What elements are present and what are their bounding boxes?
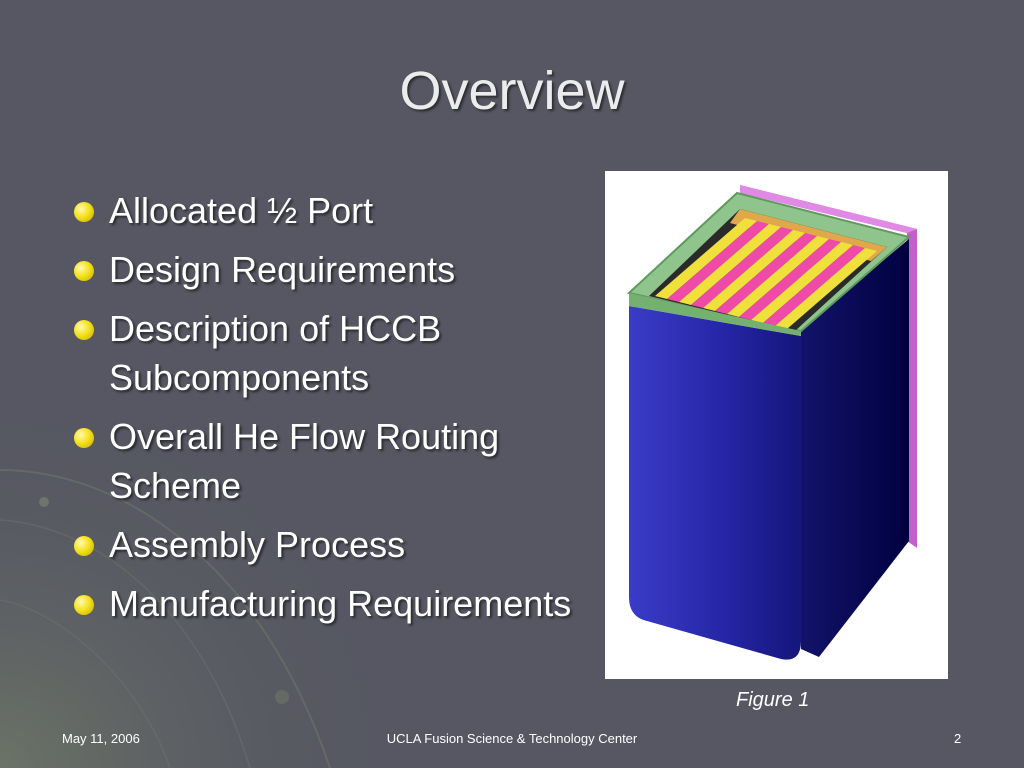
bullet-text: Assembly Process	[109, 524, 406, 565]
bullet-item: Description of HCCB Subcomponents	[72, 304, 572, 402]
bullet-text: Manufacturing Requirements	[109, 583, 572, 624]
footer-date: May 11, 2006	[62, 731, 140, 746]
page-number: 2	[954, 731, 962, 746]
blanket-module-drawing	[626, 185, 917, 660]
bullet-item: Design Requirements	[72, 245, 572, 294]
bullet-icon	[74, 320, 94, 340]
bullet-item: Allocated ½ Port	[72, 186, 572, 235]
bullet-icon	[74, 428, 94, 448]
bullet-text: Design Requirements	[109, 249, 456, 290]
bullet-item: Assembly Process	[72, 520, 572, 569]
figure-image	[605, 171, 948, 679]
bullet-icon	[74, 261, 94, 281]
bullet-text: Description of HCCB Subcomponents	[109, 308, 442, 398]
bullet-item: Overall He Flow Routing Scheme	[72, 412, 572, 510]
bullet-icon	[74, 536, 94, 556]
bullet-icon	[74, 595, 94, 615]
bullet-icon	[74, 202, 94, 222]
bullet-list: Allocated ½ Port Design Requirements Des…	[72, 186, 572, 638]
bullet-text: Allocated ½ Port	[109, 190, 374, 231]
footer-organization: UCLA Fusion Science & Technology Center	[386, 731, 638, 746]
bullet-text: Overall He Flow Routing Scheme	[109, 416, 500, 506]
figure-caption: Figure 1	[736, 689, 810, 711]
bullet-item: Manufacturing Requirements	[72, 579, 572, 628]
slide-title: Overview	[399, 61, 625, 121]
